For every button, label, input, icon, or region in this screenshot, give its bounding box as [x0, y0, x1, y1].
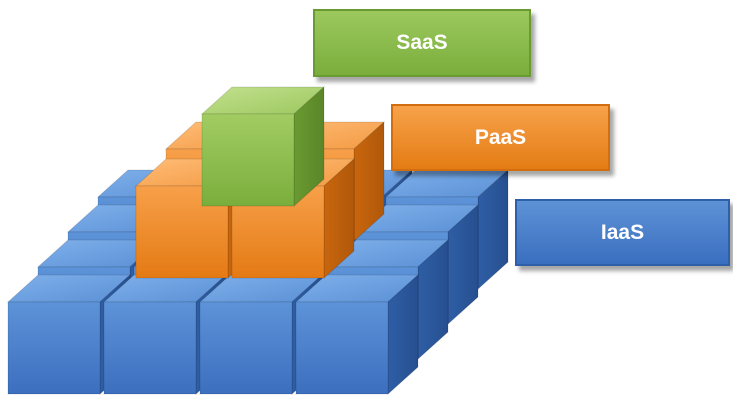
- base-cube-r0-c2-front-face: [199, 301, 293, 395]
- middle-cube-r0-c0-front-face: [135, 185, 229, 279]
- base-cube-r0-c3: [294, 273, 420, 396]
- iaas-label-text: IaaS: [600, 220, 645, 244]
- saas-label-text: SaaS: [396, 31, 448, 54]
- paas-label: PaaS: [391, 104, 610, 171]
- paas-label-text: PaaS: [474, 125, 527, 149]
- base-cube-r0-c3-front-face: [295, 301, 389, 395]
- saas-label: SaaS: [313, 9, 531, 77]
- top-cube: [200, 85, 326, 208]
- base-cube-r0-c0-front-face: [7, 301, 101, 395]
- base-cube-r0-c1-front-face: [103, 301, 197, 395]
- top-cube-front-face: [201, 113, 295, 207]
- iaas-label: IaaS: [515, 199, 730, 266]
